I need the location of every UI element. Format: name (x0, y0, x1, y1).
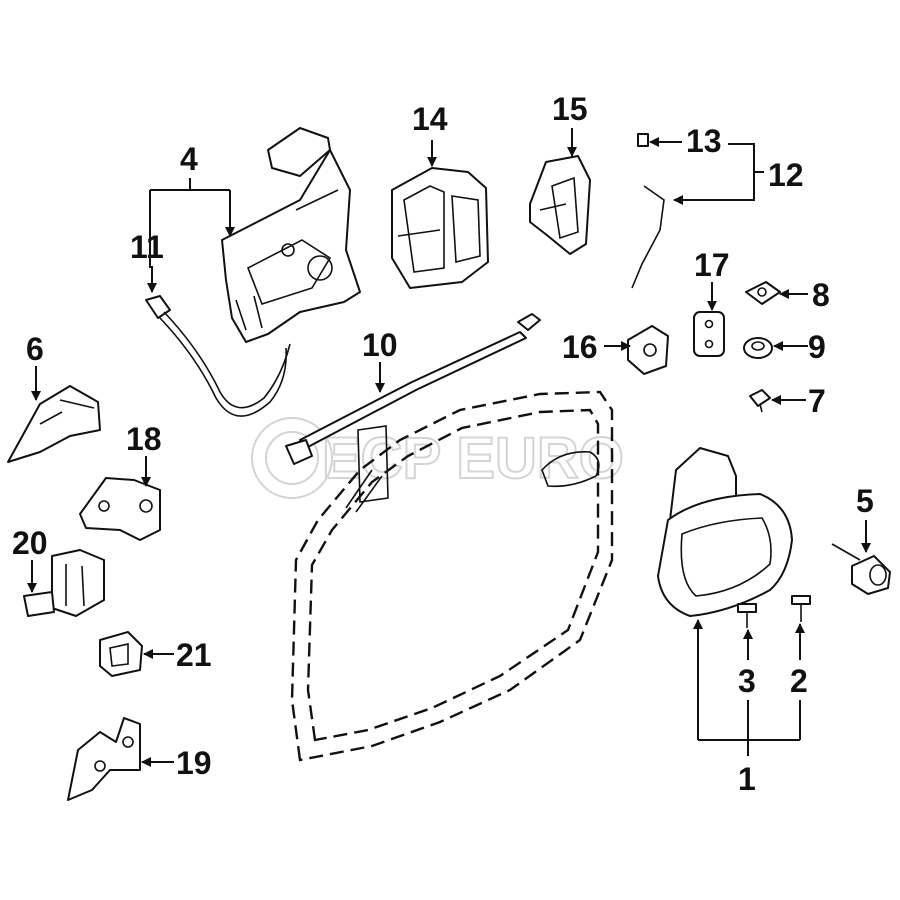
callout-8: 8 (812, 277, 830, 313)
part-7-bolt (749, 389, 771, 413)
part-16-striker (627, 325, 669, 375)
part-18-hinge (79, 477, 161, 541)
part-10-rod (285, 313, 541, 465)
callout-19: 19 (176, 745, 212, 781)
callout-21: 21 (176, 637, 212, 673)
part-20-check-strap (23, 549, 105, 617)
callout-6: 6 (26, 331, 44, 367)
callout-13: 13 (686, 123, 722, 159)
part-6-cover (7, 385, 101, 463)
part-12-rod (631, 133, 665, 289)
callout-4: 4 (180, 141, 198, 177)
leader-lines (27, 128, 871, 767)
callout-20: 20 (12, 525, 48, 561)
part-11-cable (145, 295, 291, 417)
callout-16: 16 (562, 329, 598, 365)
watermark-text: ECP EURO (322, 426, 624, 491)
part-21-clip (99, 631, 143, 677)
part-14-lock-module (391, 167, 489, 289)
callout-18: 18 (126, 421, 162, 457)
callout-14: 14 (412, 101, 448, 137)
part-2-screw (791, 595, 811, 622)
callout-15: 15 (552, 91, 588, 127)
part-19-hinge (67, 717, 141, 801)
callout-17: 17 (694, 247, 730, 283)
callout-9: 9 (808, 329, 826, 365)
callout-10: 10 (362, 327, 398, 363)
part-5-lock-cylinder (831, 543, 891, 595)
callout-3: 3 (738, 663, 756, 699)
part-17-plate (693, 311, 725, 357)
part-9-grommet (743, 337, 773, 359)
part-4-lock-housing (221, 127, 361, 343)
callout-1: 1 (738, 761, 756, 797)
part-1-door-handle (657, 447, 793, 617)
callout-11: 11 (130, 229, 164, 265)
callout-2: 2 (790, 663, 808, 699)
callout-12: 12 (768, 157, 804, 193)
part-8-nut-clip (745, 281, 781, 305)
callout-7: 7 (808, 383, 826, 419)
callout-5: 5 (856, 483, 874, 519)
part-3-screw (737, 603, 757, 628)
callout-labels: 1 2 3 4 5 6 7 8 9 10 11 12 13 14 15 16 1… (12, 91, 874, 797)
part-15-bracket (529, 155, 591, 255)
door-outline (290, 390, 614, 762)
